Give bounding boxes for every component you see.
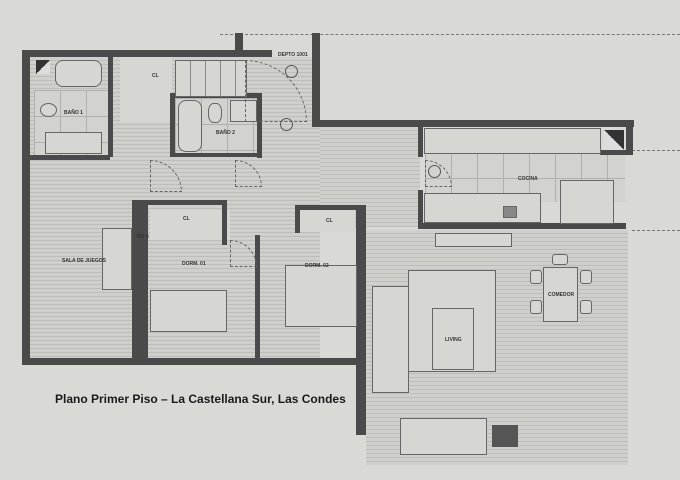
room-label-sala: SALA DE JUEGOS bbox=[62, 258, 106, 264]
room-label-bano-1: BAÑO 1 bbox=[64, 110, 83, 116]
room-label-cocina: COCINA bbox=[518, 176, 538, 182]
wall bbox=[418, 127, 423, 157]
level-tag bbox=[280, 118, 293, 131]
bathtub bbox=[178, 100, 202, 152]
wall bbox=[356, 205, 366, 435]
toilet bbox=[40, 103, 57, 117]
unit-label: DEPTO 1001 bbox=[278, 52, 308, 58]
closet bbox=[120, 57, 172, 122]
wall bbox=[626, 120, 633, 155]
room-label-comedor: COMEDOR bbox=[548, 292, 575, 298]
property-line bbox=[632, 150, 680, 151]
stairs bbox=[175, 60, 247, 97]
closet bbox=[150, 210, 230, 240]
wall bbox=[255, 235, 260, 360]
room-label-closet: CL bbox=[326, 218, 333, 224]
wall bbox=[295, 205, 300, 233]
room-label-living: LIVING bbox=[445, 337, 462, 343]
room-label-closet: CL bbox=[183, 216, 190, 222]
wall bbox=[22, 358, 362, 365]
closet bbox=[300, 207, 355, 232]
wall bbox=[132, 200, 148, 360]
wall bbox=[170, 153, 260, 157]
sofa bbox=[372, 286, 409, 393]
chair bbox=[580, 300, 592, 314]
kitchen-island bbox=[560, 180, 614, 224]
chair bbox=[552, 254, 568, 265]
wall bbox=[22, 50, 30, 365]
vanity bbox=[45, 132, 102, 154]
wall bbox=[312, 33, 320, 127]
property-line bbox=[220, 34, 680, 35]
room-label-dorm-2: DORM. 02 bbox=[305, 263, 329, 269]
coffee-table bbox=[432, 308, 474, 370]
wall bbox=[108, 57, 113, 157]
wall bbox=[257, 93, 262, 158]
kitchen-counter bbox=[424, 128, 601, 154]
wall bbox=[235, 33, 243, 57]
chair bbox=[580, 270, 592, 284]
wall bbox=[170, 93, 175, 156]
room-label-bano-2: BAÑO 2 bbox=[216, 130, 235, 136]
room-label-dorm-1: DORM. 01 bbox=[182, 261, 206, 267]
wall bbox=[132, 200, 227, 205]
shelf bbox=[435, 233, 512, 247]
room-label-bano-3: ÑO 3 bbox=[137, 234, 149, 240]
toilet bbox=[208, 103, 222, 123]
wall bbox=[418, 190, 423, 225]
plan-caption: Plano Primer Piso – La Castellana Sur, L… bbox=[55, 392, 346, 406]
cooktop bbox=[503, 206, 517, 218]
door-tag bbox=[285, 65, 298, 78]
shaft bbox=[604, 130, 624, 150]
bed bbox=[285, 265, 357, 327]
kitchen-counter bbox=[424, 193, 541, 223]
room-label-closet: CL bbox=[152, 73, 159, 79]
bathtub bbox=[55, 60, 102, 87]
wall bbox=[22, 50, 272, 57]
chair bbox=[530, 300, 542, 314]
wall bbox=[222, 200, 227, 245]
shaft bbox=[36, 60, 50, 74]
wall bbox=[312, 120, 634, 127]
bathroom-3 bbox=[102, 228, 132, 290]
wall bbox=[30, 155, 110, 160]
bed bbox=[150, 290, 227, 332]
property-line bbox=[632, 230, 680, 231]
dining-table bbox=[543, 267, 578, 322]
wall bbox=[418, 223, 626, 229]
wall bbox=[600, 150, 630, 155]
wall bbox=[295, 205, 360, 210]
armchair bbox=[492, 425, 518, 447]
door-tag bbox=[428, 165, 441, 178]
sofa bbox=[400, 418, 487, 455]
chair bbox=[530, 270, 542, 284]
